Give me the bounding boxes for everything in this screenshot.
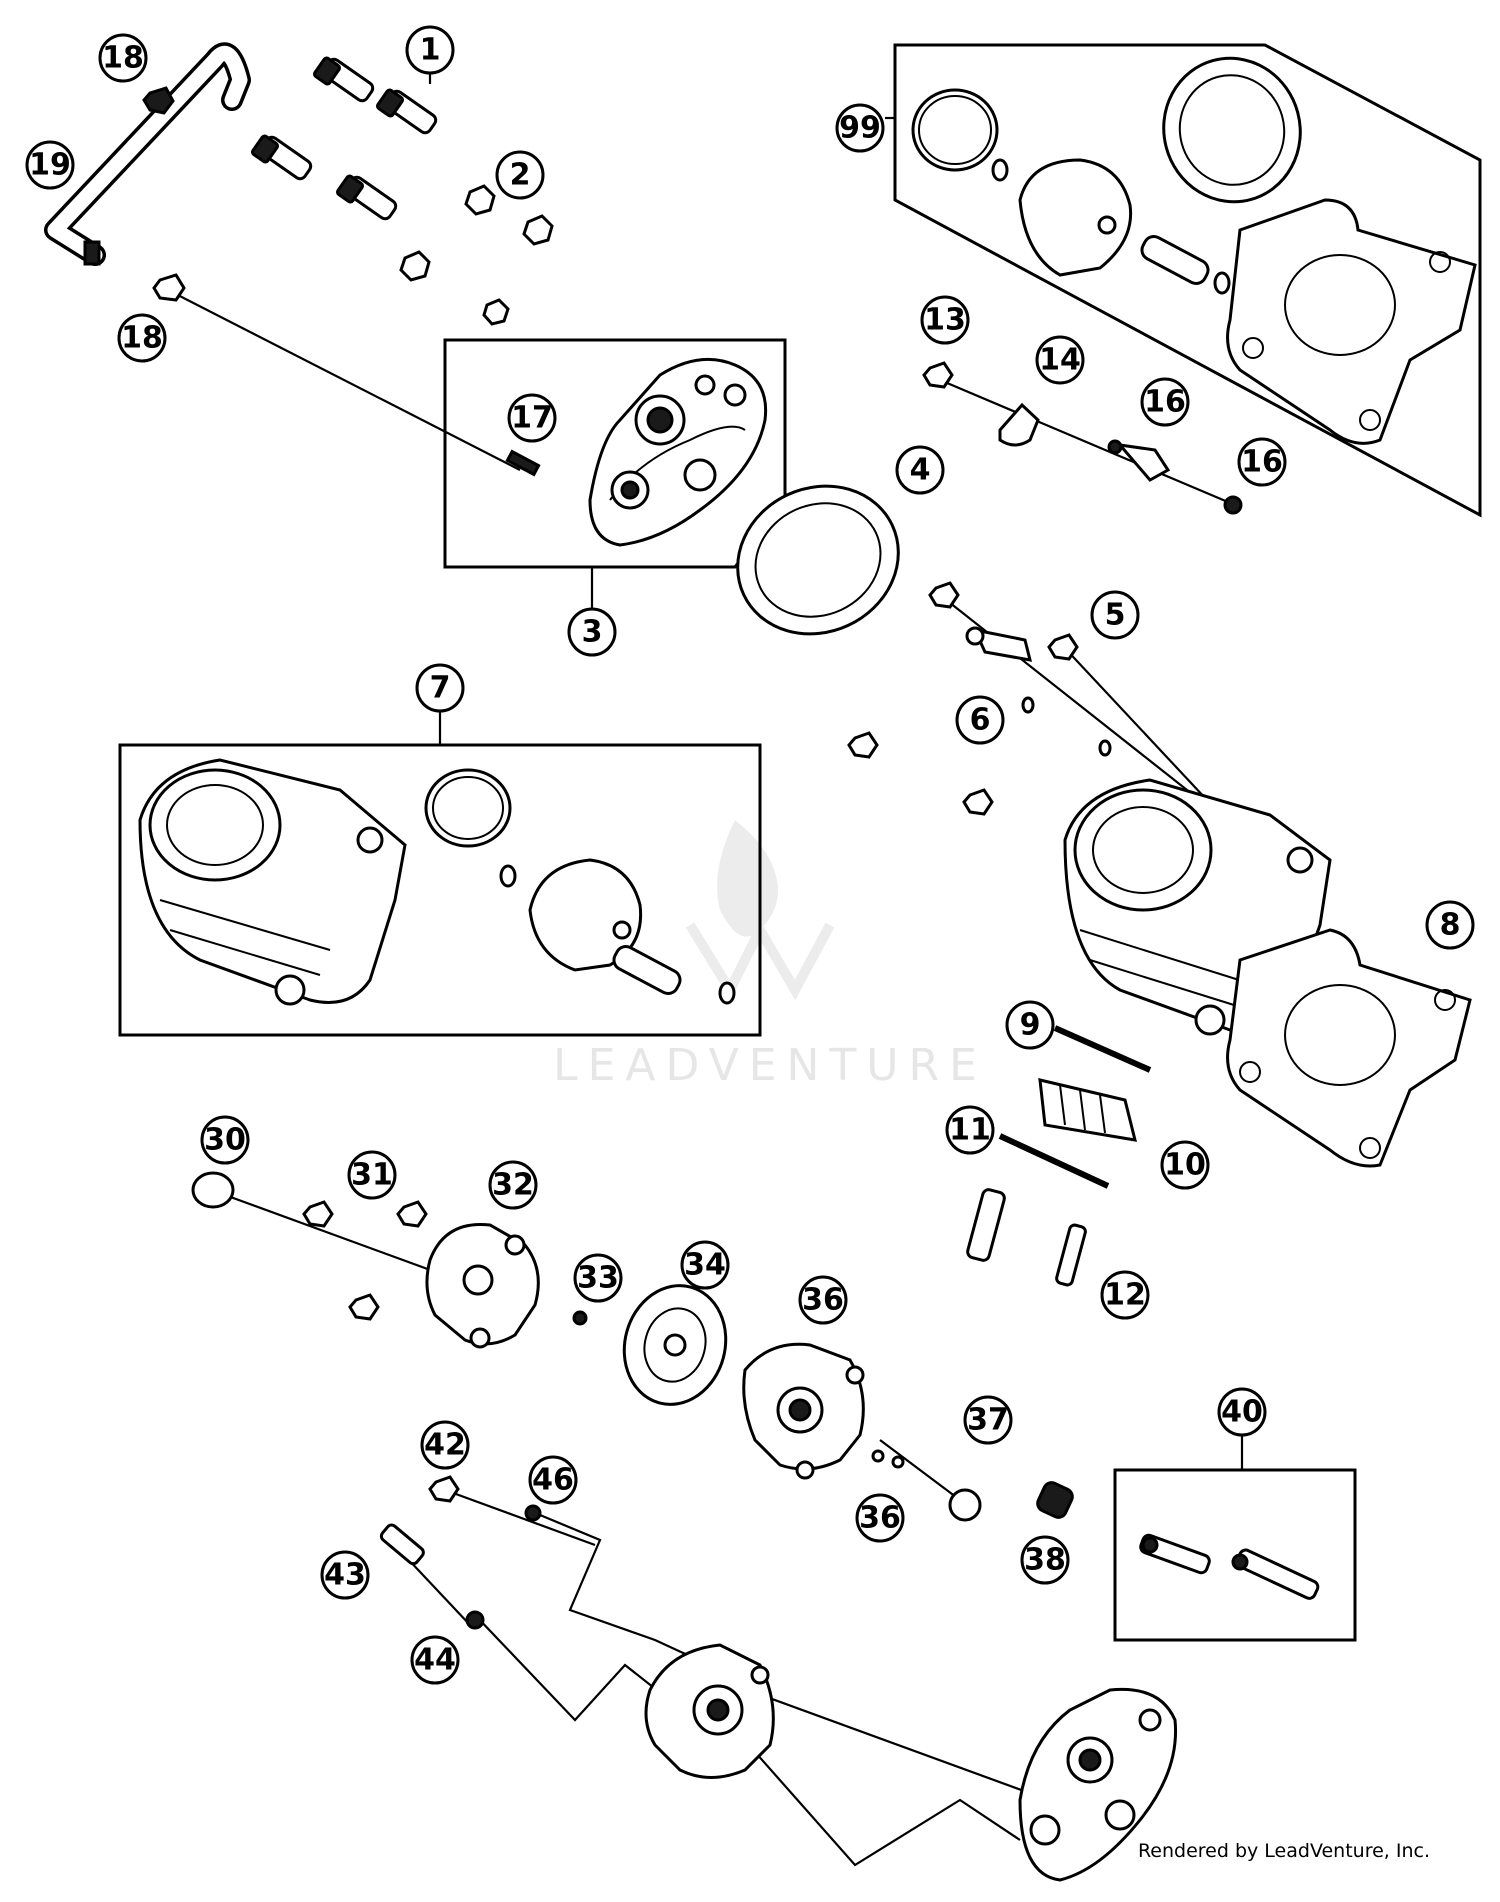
svg-text:14: 14 <box>1039 343 1081 378</box>
svg-text:40: 40 <box>1221 1395 1263 1430</box>
svg-text:1: 1 <box>420 33 441 68</box>
callout-c40: 40 <box>1217 1387 1267 1437</box>
sensor-parts-13-16 <box>922 361 1243 515</box>
svg-text:4: 4 <box>910 453 931 488</box>
svg-text:43: 43 <box>324 1558 366 1593</box>
valve-linkage-40-parts <box>1139 1533 1320 1600</box>
callout-c11: 11 <box>945 1105 995 1155</box>
svg-text:17: 17 <box>511 401 553 436</box>
cylinder-head-3 <box>505 357 768 547</box>
svg-text:33: 33 <box>577 1261 619 1296</box>
callout-c2: 2 <box>495 150 545 200</box>
callout-c9: 9 <box>1005 1000 1055 1050</box>
callout-c14: 14 <box>1035 335 1085 385</box>
callout-c38: 38 <box>1020 1535 1070 1585</box>
svg-text:37: 37 <box>967 1403 1009 1438</box>
assembly-40-frame <box>1113 1468 1357 1642</box>
svg-text:16: 16 <box>1241 445 1283 480</box>
callout-c99: 99 <box>835 103 885 153</box>
svg-text:3: 3 <box>582 615 603 650</box>
svg-text:2: 2 <box>510 158 531 193</box>
svg-text:6: 6 <box>970 703 991 738</box>
svg-text:16: 16 <box>1144 385 1186 420</box>
credit-text: Rendered by LeadVenture, Inc. <box>1137 1840 1430 1862</box>
svg-text:18: 18 <box>121 321 163 356</box>
callout-c17: 17 <box>507 393 557 443</box>
callout-c31: 31 <box>347 1150 397 1200</box>
svg-text:36: 36 <box>802 1283 844 1318</box>
callout-c10: 10 <box>1160 1140 1210 1190</box>
kit-99-frame <box>893 43 1482 518</box>
callout-c36b: 36 <box>855 1493 905 1543</box>
svg-text:42: 42 <box>424 1428 466 1463</box>
hose-19 <box>44 42 251 302</box>
callout-c34: 34 <box>680 1240 730 1290</box>
callout-c7: 7 <box>415 663 465 713</box>
svg-text:9: 9 <box>1020 1008 1041 1043</box>
callout-c37: 37 <box>963 1395 1013 1445</box>
svg-text:38: 38 <box>1024 1543 1066 1578</box>
svg-text:36: 36 <box>859 1501 901 1536</box>
svg-text:18: 18 <box>102 41 144 76</box>
power-valve-parts-30-34 <box>191 1171 728 1406</box>
svg-text:7: 7 <box>430 671 451 706</box>
callout-c13: 13 <box>920 295 970 345</box>
parts-bolts-top <box>250 56 554 326</box>
callout-c1: 1 <box>405 25 455 75</box>
callout-c18a: 18 <box>98 33 148 83</box>
valve-housing-36 <box>742 1342 1074 1522</box>
callout-c33: 33 <box>573 1253 623 1303</box>
callout-c46: 46 <box>528 1455 578 1505</box>
callout-c18b: 18 <box>117 313 167 363</box>
base-gasket-8 <box>1226 928 1472 1168</box>
callout-c5: 5 <box>1090 590 1140 640</box>
callout-c19: 19 <box>25 140 75 190</box>
bearing-pin-parts-9-12 <box>966 1025 1152 1287</box>
callout-c44: 44 <box>410 1635 460 1685</box>
watermark-text: LEADVENTURE <box>553 1040 987 1091</box>
callout-c16a: 16 <box>1140 377 1190 427</box>
callout-c8: 8 <box>1425 900 1475 950</box>
svg-text:5: 5 <box>1105 598 1126 633</box>
callout-c6: 6 <box>955 695 1005 745</box>
svg-text:44: 44 <box>414 1643 456 1678</box>
svg-text:34: 34 <box>684 1248 726 1283</box>
svg-text:31: 31 <box>351 1158 393 1193</box>
svg-text:30: 30 <box>204 1123 246 1158</box>
callout-c16b: 16 <box>1237 437 1287 487</box>
svg-text:99: 99 <box>839 111 881 146</box>
callout-c30: 30 <box>200 1115 250 1165</box>
svg-text:11: 11 <box>949 1113 991 1148</box>
svg-text:12: 12 <box>1104 1278 1146 1313</box>
callout-c43: 43 <box>320 1550 370 1600</box>
callout-c36a: 36 <box>798 1275 848 1325</box>
gasket-kit-99-parts <box>911 56 1477 445</box>
svg-text:13: 13 <box>924 303 966 338</box>
svg-text:32: 32 <box>492 1168 534 1203</box>
callout-c3: 3 <box>567 607 617 657</box>
fasteners-5-6 <box>847 581 1112 816</box>
callout-c42: 42 <box>420 1420 470 1470</box>
cylinder-kit-7-parts <box>138 758 736 1006</box>
callout-c12: 12 <box>1100 1270 1150 1320</box>
svg-text:8: 8 <box>1440 908 1461 943</box>
parts-42-46 <box>379 1475 1178 1882</box>
head-gasket-4 <box>736 484 900 636</box>
svg-text:46: 46 <box>532 1463 574 1498</box>
svg-text:10: 10 <box>1164 1148 1206 1183</box>
callout-c32: 32 <box>488 1160 538 1210</box>
callout-c4: 4 <box>895 445 945 495</box>
svg-text:19: 19 <box>29 148 71 183</box>
